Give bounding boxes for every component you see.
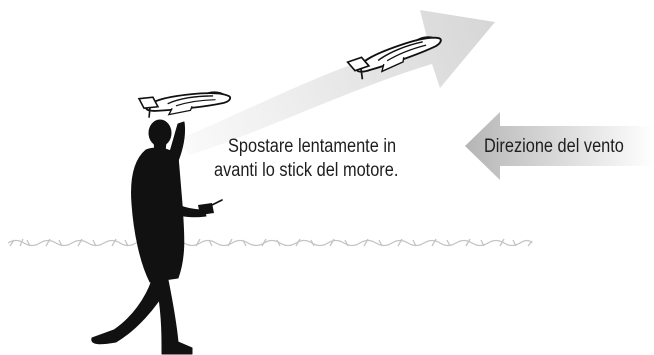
grass-line	[7, 238, 533, 247]
instruction-line-1: Spostare lentamente in	[228, 136, 397, 157]
wind-direction-label: Direzione del vento	[484, 136, 624, 157]
transmitter-icon	[198, 199, 223, 215]
flight-path-arrow	[176, 10, 495, 155]
wind-arrow	[465, 112, 654, 180]
airplane-in-hand-icon	[138, 88, 233, 120]
instruction-line-2: avanti lo stick del motore.	[214, 160, 399, 181]
pilot-silhouette	[91, 119, 207, 355]
